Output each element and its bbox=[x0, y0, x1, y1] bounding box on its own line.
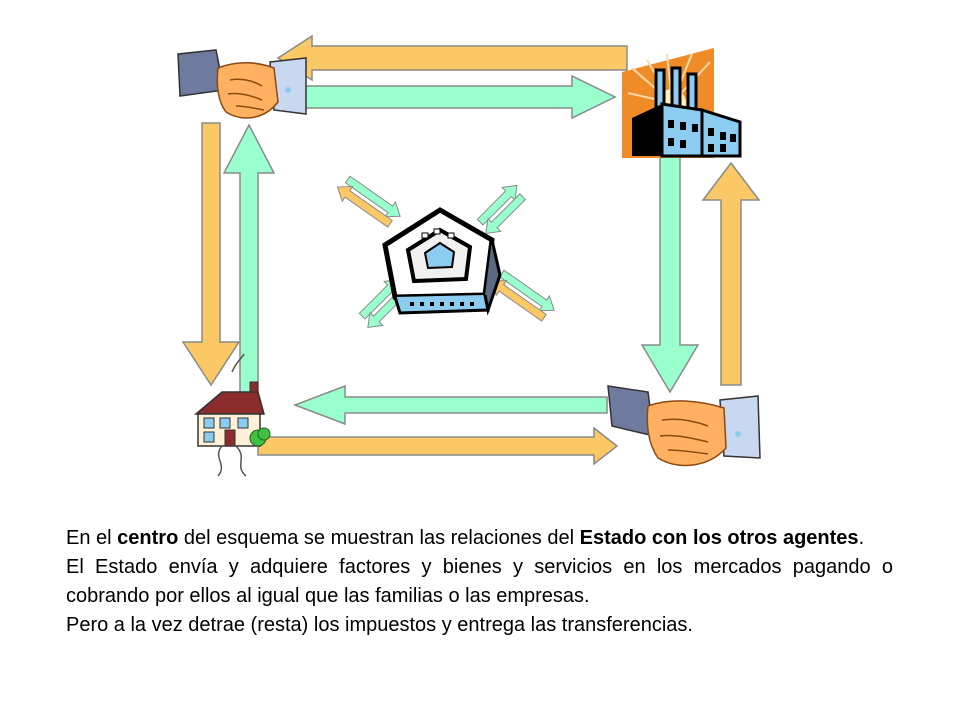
caption-paragraph-3: Pero a la vez detrae (resta) los impuest… bbox=[66, 614, 693, 636]
arrow-bottom-right-pointing bbox=[257, 426, 619, 466]
caption-text: En el bbox=[66, 527, 118, 549]
caption-paragraph-2: El Estado envía y adquiere factores y bi… bbox=[66, 556, 893, 607]
arrow-right-down bbox=[640, 149, 700, 394]
house-icon bbox=[193, 353, 271, 477]
caption: En el centro del esquema se muestran las… bbox=[66, 524, 893, 640]
caption-text: del esquema se muestran las relaciones d… bbox=[178, 527, 580, 549]
caption-text: . bbox=[858, 527, 865, 549]
arrow-left-down bbox=[181, 122, 241, 387]
handshake-icon bbox=[607, 385, 761, 467]
circular-flow-diagram bbox=[177, 34, 761, 477]
arrow-top-right-pointing bbox=[304, 74, 617, 120]
arrow-right-up bbox=[701, 161, 761, 386]
arrow-top-left-pointing bbox=[276, 34, 628, 82]
caption-bold-estado: Estado con los otros agentes bbox=[579, 527, 859, 549]
arrow-left-up bbox=[222, 123, 276, 396]
government-building-icon bbox=[382, 207, 502, 316]
handshake-icon bbox=[177, 49, 307, 119]
center-arrows bbox=[336, 175, 555, 329]
arrow-bottom-left-pointing bbox=[292, 384, 608, 426]
factory-icon bbox=[622, 48, 742, 158]
caption-paragraph-1: En el centro del esquema se muestran las… bbox=[66, 524, 893, 553]
caption-bold-centro: centro bbox=[117, 527, 179, 549]
